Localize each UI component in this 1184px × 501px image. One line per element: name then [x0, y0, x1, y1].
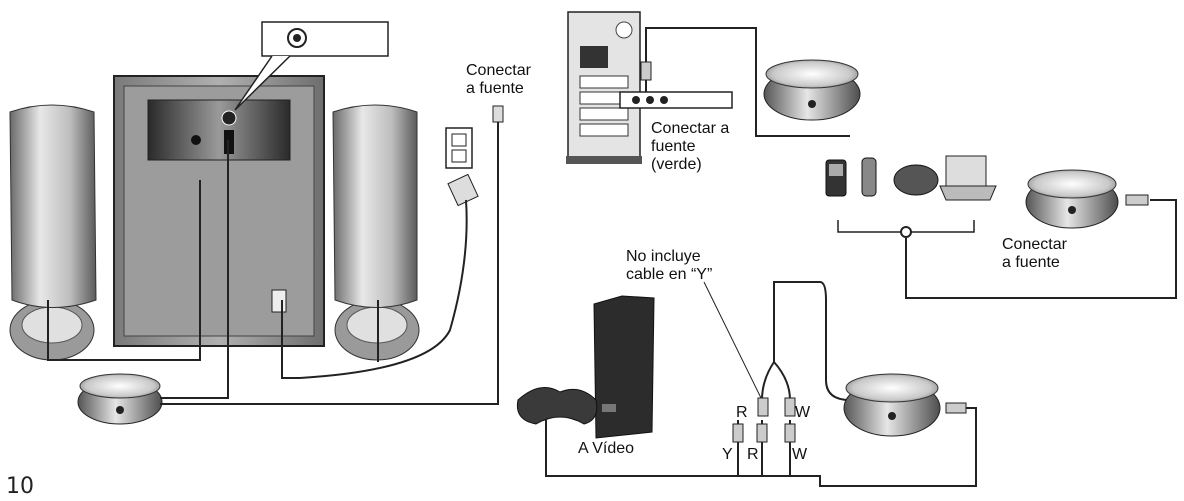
gamepad-icon: [516, 387, 598, 425]
pc-plug: [640, 61, 652, 81]
label-plug-r-top: R: [736, 404, 748, 421]
video-plug: [945, 402, 967, 414]
label-plug-r-bottom: R: [747, 446, 759, 463]
label-connect-source-mp3-2: a fuente: [1002, 254, 1060, 271]
plug-w-top: [784, 397, 796, 417]
label-no-y-cable-1: No incluye: [626, 248, 701, 265]
page-number: 10: [6, 474, 34, 499]
mp3-cable: [905, 199, 1177, 299]
plug-w-bottom: [784, 423, 796, 443]
label-connect-source-pc-2: fuente: [651, 138, 696, 155]
label-plug-w-bottom: W: [792, 446, 808, 463]
label-plug-y-bottom: Y: [722, 446, 733, 463]
jack-callout: [234, 21, 389, 111]
label-connect-source-pc-1: Conectar a: [651, 120, 730, 137]
control-pod-pc: [763, 59, 861, 121]
subwoofer: [113, 75, 325, 347]
game-console: [516, 295, 655, 439]
label-connect-source-top-2: a fuente: [466, 80, 524, 97]
plug-r-top: [757, 397, 769, 417]
cable-plug-top: [492, 105, 504, 123]
control-pod-console: [843, 373, 941, 437]
portable-devices: [825, 155, 997, 238]
label-plug-w-top: W: [795, 404, 811, 421]
pc-cable: [645, 27, 850, 137]
label-connect-source-pc-3: (verde): [651, 156, 702, 173]
label-a-video: A Vídeo: [578, 440, 635, 457]
mp3-plug: [1125, 194, 1149, 206]
left-cables: [47, 120, 499, 405]
video-cable: [545, 407, 977, 487]
left-satellite-speaker: [9, 104, 97, 361]
right-satellite-speaker: [332, 104, 420, 361]
label-connect-source-mp3-1: Conectar: [1002, 236, 1067, 253]
plug-r-bottom: [756, 423, 768, 443]
control-pod-left: [77, 373, 163, 425]
wall-outlet: [281, 127, 479, 379]
label-no-y-cable-2: cable en “Y”: [626, 266, 713, 283]
label-connect-source-top-1: Conectar: [466, 62, 531, 79]
control-pod-mp3: [1025, 169, 1119, 229]
pc-tower: [566, 11, 733, 164]
plug-y-bottom: [732, 423, 744, 443]
